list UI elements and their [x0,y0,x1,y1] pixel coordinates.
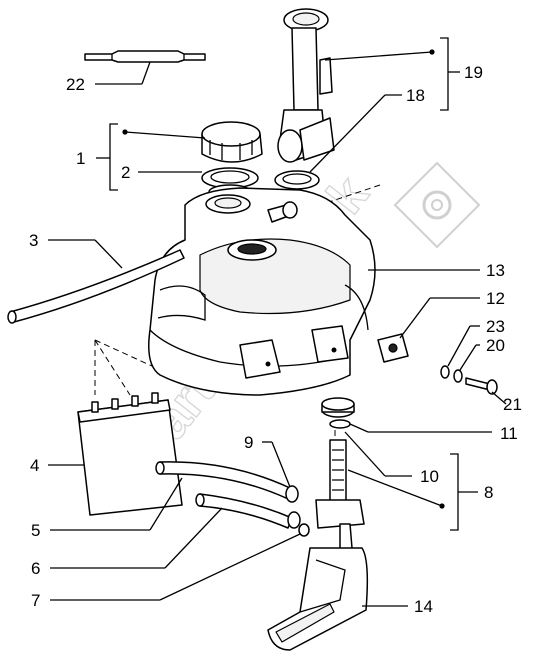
part-20-lock-washer [453,369,463,383]
callout-12: 12 [399,289,505,339]
svg-text:6: 6 [31,559,40,578]
callout-18: 18 [309,86,425,173]
callout-5: 5 [31,477,183,540]
part-14-guard [267,547,369,651]
callout-11: 11 [349,423,518,443]
svg-text:3: 3 [29,231,38,250]
part-11-sealing-ring [329,419,351,429]
svg-text:21: 21 [503,395,522,414]
callout-14: 14 [362,597,433,616]
callout-7: 7 [31,533,301,610]
watermark-gear-icon [393,161,481,249]
part-3-hose [7,249,185,324]
svg-text:9: 9 [244,433,253,452]
part-1-fuel-cap [201,121,263,163]
part-9-hose-clamp [285,485,301,529]
callout-23: 23 [447,317,505,367]
part-12-clip-nut [377,333,409,363]
svg-text:14: 14 [414,597,433,616]
part-23-washer [440,365,450,379]
svg-text:19: 19 [464,63,483,82]
part-7-clamp [298,523,310,537]
svg-text:7: 7 [31,591,40,610]
callout-2: 2 [121,163,202,182]
callout-13: 13 [368,261,505,280]
svg-text:12: 12 [486,289,505,308]
callout-4: 4 [30,456,84,475]
part-6-hose [195,493,293,529]
part-8-fuel-tap [315,439,365,551]
svg-text:8: 8 [484,483,493,502]
part-10-tap-seal [321,397,355,418]
callout-21: 21 [491,391,522,414]
part-21-screw [465,377,498,395]
svg-text:5: 5 [31,521,40,540]
part-4-shield-plate [77,392,183,516]
callout-8: 8 [347,453,493,531]
svg-text:1: 1 [76,149,85,168]
svg-text:23: 23 [486,317,505,336]
part-19-filler-neck [277,8,335,163]
svg-text:18: 18 [406,86,425,105]
svg-text:13: 13 [486,261,505,280]
callout-1: 1 [76,123,206,191]
callout-10: 10 [344,431,439,486]
svg-text:2: 2 [121,163,130,182]
svg-text:4: 4 [30,456,39,475]
part-22-cable [84,50,206,63]
callout-22: 22 [66,61,151,94]
svg-text:11: 11 [500,424,518,443]
part-13-fuel-tank [148,187,376,396]
svg-text:10: 10 [420,467,439,486]
callout-20: 20 [459,336,505,371]
callout-19: 19 [324,37,483,111]
svg-text:22: 22 [66,75,85,94]
callout-3: 3 [29,231,123,269]
callout-9: 9 [244,433,291,488]
part-18-seal-ring [274,170,320,190]
callout-6: 6 [31,507,223,578]
svg-text:20: 20 [486,336,505,355]
